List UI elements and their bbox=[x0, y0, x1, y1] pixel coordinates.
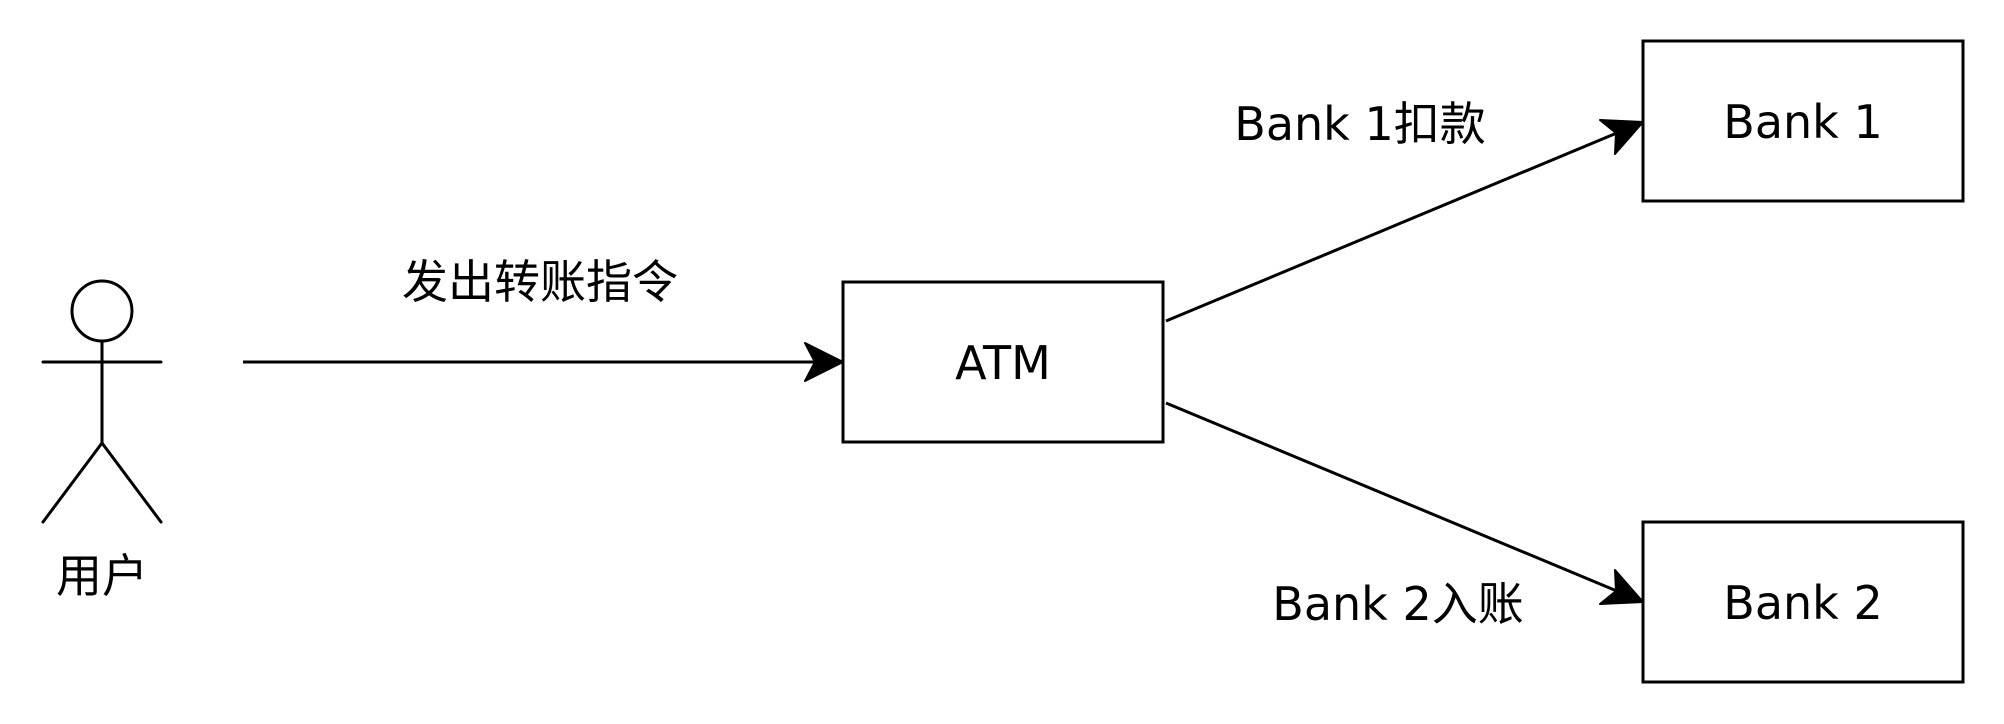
bank1-box bbox=[1641, 39, 1965, 203]
edge-user-to-atm bbox=[243, 342, 844, 382]
actor-left-leg bbox=[41, 441, 104, 524]
bank2-box bbox=[1641, 520, 1965, 684]
atm-node[interactable]: ATM bbox=[841, 280, 1165, 444]
arrowhead-icon bbox=[1599, 119, 1644, 155]
arrowhead-icon bbox=[804, 342, 844, 382]
edge-atm-to-bank1 bbox=[1165, 119, 1644, 323]
edge-line bbox=[1165, 128, 1625, 323]
actor-label: 用户 bbox=[56, 549, 148, 603]
bank2-node[interactable]: Bank 2 bbox=[1641, 520, 1965, 684]
edge-line bbox=[1165, 401, 1625, 596]
user-actor[interactable] bbox=[41, 279, 163, 524]
bank1-node[interactable]: Bank 1 bbox=[1641, 39, 1965, 203]
actor-head bbox=[70, 279, 134, 343]
bank2-label: Bank 2 bbox=[1723, 576, 1882, 630]
arrowhead-icon bbox=[1599, 569, 1644, 605]
atm-label: ATM bbox=[955, 336, 1051, 390]
edge-label-bank2-credit: Bank 2入账 bbox=[1272, 577, 1523, 631]
bank1-label: Bank 1 bbox=[1723, 95, 1882, 149]
atm-box bbox=[841, 280, 1165, 444]
edge-atm-to-bank2 bbox=[1165, 401, 1644, 605]
edge-label-transfer-command: 发出转账指令 bbox=[402, 255, 678, 309]
edge-label-bank1-debit: Bank 1扣款 bbox=[1234, 97, 1485, 151]
actor-right-leg bbox=[100, 441, 163, 524]
